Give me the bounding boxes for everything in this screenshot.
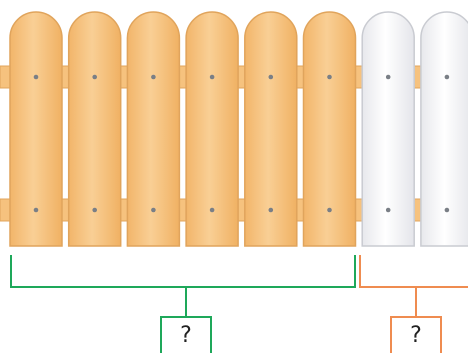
wood-picket-1 [9,11,63,247]
nail [268,207,274,213]
brackets [10,255,468,318]
nail [444,74,450,80]
nail [327,207,332,213]
picket-board [9,11,63,247]
wood-picket-5 [244,11,298,247]
picket-board [185,11,239,247]
nail [92,74,97,80]
counted-pickets-question-box: ? [160,316,212,353]
nail [151,207,156,213]
nail [209,74,215,80]
nail [327,74,332,80]
nail [33,207,39,213]
picket-board [420,11,468,247]
wood-picket-6 [302,11,357,247]
wood-picket-2 [67,11,122,247]
white-picket-7 [361,11,415,247]
wood-picket-4 [185,11,239,247]
nail [209,207,215,213]
nail [268,74,274,80]
remaining-pickets-question-box: ? [390,316,442,353]
nail [151,74,156,80]
picket-board [67,11,122,247]
wood-picket-3 [126,11,181,247]
picket-board [361,11,415,247]
remaining-pickets-bracket [359,255,468,288]
picket-board [302,11,357,247]
picket-board [126,11,181,247]
nail [92,207,97,213]
counted-pickets-bracket [10,255,356,288]
picket-board [244,11,298,247]
nail [444,207,450,213]
fence-pickets [9,11,468,247]
nail [33,74,39,80]
remaining-pickets-question-mark: ? [410,322,422,348]
nail [385,74,391,80]
counted-pickets-question-mark: ? [180,322,192,348]
nail [385,207,391,213]
white-picket-8 [420,11,468,247]
